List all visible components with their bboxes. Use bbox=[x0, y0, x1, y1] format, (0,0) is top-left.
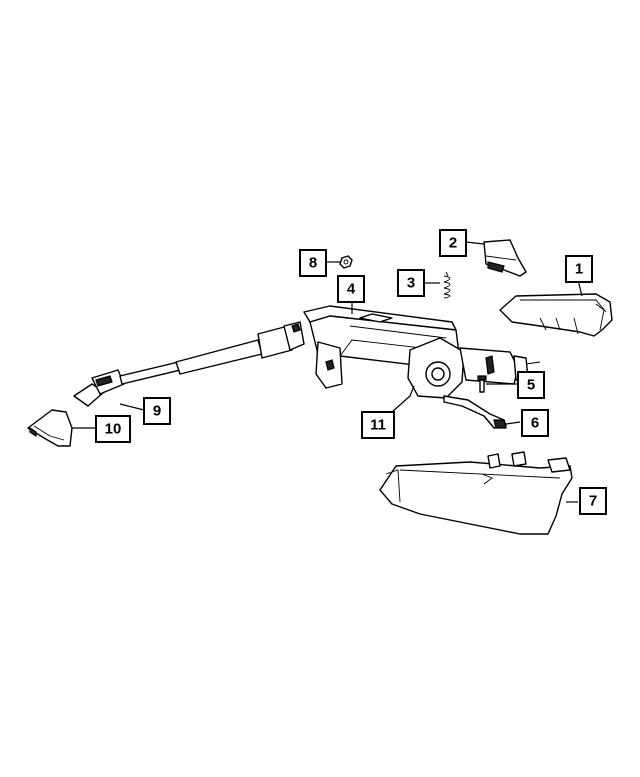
part-1-upper-shroud bbox=[499, 293, 613, 337]
callout-4-label: 4 bbox=[347, 281, 356, 298]
callout-2: 2 bbox=[439, 229, 467, 257]
callout-9-label: 9 bbox=[153, 403, 161, 420]
part-7-lower-shroud bbox=[379, 451, 573, 535]
callout-6: 6 bbox=[521, 409, 549, 437]
callout-7: 7 bbox=[579, 487, 607, 515]
part-5-screw bbox=[477, 375, 487, 393]
callout-6-label: 6 bbox=[531, 415, 539, 432]
callout-10-label: 10 bbox=[105, 421, 122, 438]
leader-lines bbox=[72, 241, 583, 503]
part-9-intermediate-shaft bbox=[73, 321, 305, 407]
callout-1: 1 bbox=[565, 255, 593, 283]
callout-7-label: 7 bbox=[589, 493, 597, 510]
callout-2-label: 2 bbox=[449, 235, 457, 252]
part-8-nut bbox=[339, 255, 353, 269]
callout-3: 3 bbox=[397, 269, 425, 297]
callout-11-label: 11 bbox=[370, 417, 386, 434]
part-2-switch bbox=[483, 239, 527, 277]
part-11-tilt-mechanism bbox=[407, 337, 541, 399]
callout-11: 11 bbox=[361, 411, 395, 439]
callout-10: 10 bbox=[95, 415, 131, 443]
part-6-lever bbox=[443, 395, 507, 429]
callout-8-label: 8 bbox=[309, 255, 317, 272]
callout-8: 8 bbox=[299, 249, 327, 277]
callout-5: 5 bbox=[517, 371, 545, 399]
callout-5-label: 5 bbox=[527, 377, 535, 394]
callout-1-label: 1 bbox=[575, 261, 583, 278]
part-3-spring bbox=[443, 271, 451, 299]
callout-4: 4 bbox=[337, 275, 365, 303]
callout-9: 9 bbox=[143, 397, 171, 425]
part-10-lower-cover bbox=[27, 409, 73, 447]
callout-3-label: 3 bbox=[407, 275, 415, 292]
